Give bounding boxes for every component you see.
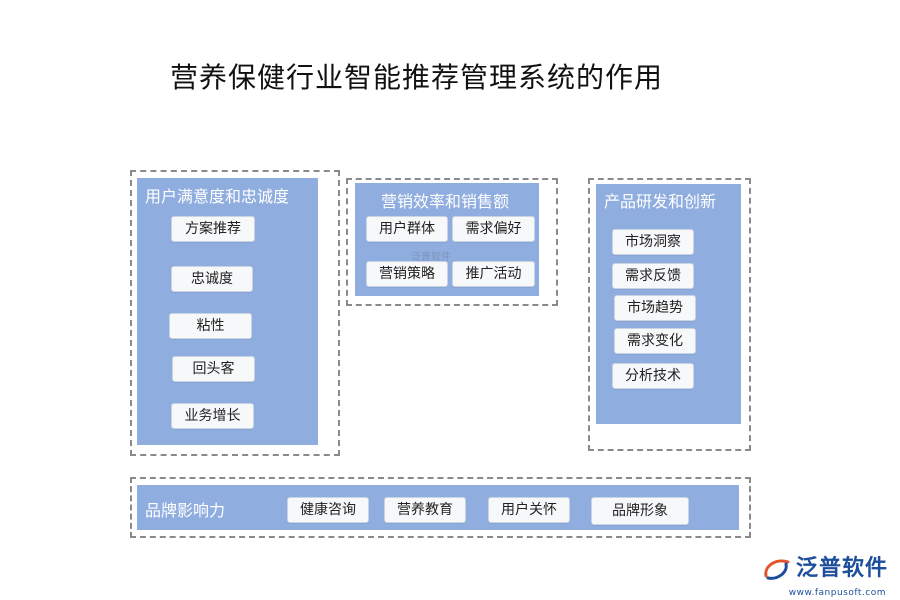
logo: 泛普软件: [762, 556, 888, 582]
product-item-analysis-tech: 分析技术: [612, 363, 694, 389]
logo-name: 泛普软件: [795, 556, 888, 581]
brand-item-health-consult: 健康咨询: [287, 497, 369, 523]
product-item-demand-change: 需求变化: [614, 328, 696, 354]
loyalty-frame: [130, 170, 340, 456]
logo-icon: [764, 559, 790, 580]
product-frame: [588, 178, 751, 451]
loyalty-item-returning: 回头客: [172, 356, 255, 382]
loyalty-item-plan: 方案推荐: [171, 216, 255, 242]
marketing-item-promotion: 推广活动: [452, 261, 535, 287]
brand-frame: [130, 477, 751, 538]
loyalty-item-loyalty: 忠诚度: [171, 266, 253, 292]
brand-item-brand-image: 品牌形象: [591, 497, 689, 525]
logo-url: www.fanpusoft.com: [788, 588, 886, 598]
marketing-item-demand-preference: 需求偏好: [452, 216, 535, 242]
marketing-item-user-group: 用户群体: [366, 216, 448, 242]
brand-item-user-care: 用户关怀: [488, 497, 570, 523]
product-title: 产品研发和创新: [604, 192, 717, 211]
marketing-item-strategy: 营销策略: [366, 261, 448, 287]
loyalty-item-growth: 业务增长: [171, 403, 254, 429]
product-item-demand-feedback: 需求反馈: [612, 263, 694, 289]
marketing-title: 营销效率和销售额: [381, 192, 510, 211]
brand-item-nutrition-education: 营养教育: [384, 497, 466, 523]
product-item-market-trend: 市场趋势: [614, 295, 696, 321]
marketing-frame: [346, 178, 558, 306]
watermark: 泛普软件: [411, 252, 451, 263]
brand-title: 品牌影响力: [145, 501, 226, 520]
product-item-market-insight: 市场洞察: [612, 229, 694, 255]
loyalty-item-stickiness: 粘性: [169, 313, 252, 339]
page-title: 营养保健行业智能推荐管理系统的作用: [170, 61, 664, 94]
loyalty-title: 用户满意度和忠诚度: [145, 187, 290, 206]
